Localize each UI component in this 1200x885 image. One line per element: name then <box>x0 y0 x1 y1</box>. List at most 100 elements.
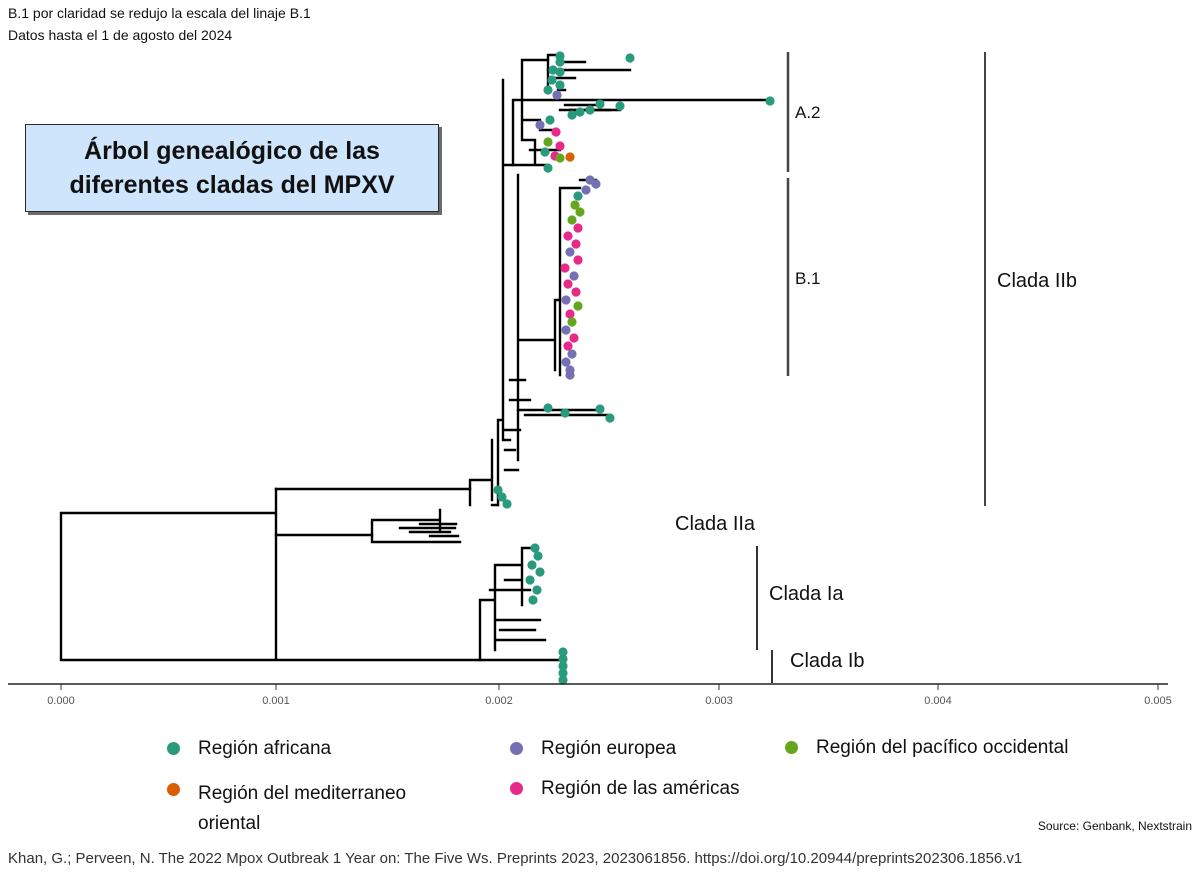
tree-tip <box>530 543 540 553</box>
tree-tip <box>571 239 581 249</box>
tree-tip <box>573 255 583 265</box>
tree-tip <box>543 163 553 173</box>
tree-tip <box>558 647 568 657</box>
legend-dot-eastern-mediterranean <box>167 783 180 796</box>
source-note: Source: Genbank, Nextstrain <box>1037 819 1192 833</box>
tree-tip <box>560 263 570 273</box>
tree-tip <box>535 120 545 130</box>
tree-tip <box>561 325 571 335</box>
legend-label-americas: Región de las américas <box>541 778 740 799</box>
tree-tip <box>535 567 545 577</box>
legend-dot-africa <box>167 742 180 755</box>
tree-tip <box>493 485 503 495</box>
tree-tip <box>581 185 591 195</box>
tree-tip <box>502 499 512 509</box>
legend-item-eastern-mediterranean: Región del mediterraneo oriental <box>167 779 458 839</box>
tree-tip <box>551 127 561 137</box>
tree-tip <box>560 408 570 418</box>
tree-tip <box>525 575 535 585</box>
tree-tip <box>567 349 577 359</box>
tree-tip <box>540 147 550 157</box>
clade-label-iia: Clada IIa <box>675 513 756 535</box>
tree-tip <box>595 99 605 109</box>
tree-tip <box>565 152 575 162</box>
tree-tip <box>591 179 601 189</box>
x-tick-label: 0.003 <box>705 695 733 707</box>
tree-tip <box>555 141 565 151</box>
tree-tip <box>555 67 565 77</box>
tree-tip <box>605 413 615 423</box>
legend-label-eastern-mediterranean: Región del mediterraneo oriental <box>198 783 407 834</box>
legend-dot-europe <box>510 742 523 755</box>
tree-tip <box>497 492 507 502</box>
clade-label-iib: Clada IIb <box>997 270 1077 292</box>
clade-iia <box>370 508 462 544</box>
clade-label-b1: B.1 <box>795 269 821 288</box>
clade-i <box>478 546 562 662</box>
tree-tip <box>573 301 583 311</box>
x-axis: 0.000 0.001 0.002 0.003 0.004 0.005 <box>8 683 1172 707</box>
tree-tip <box>558 654 568 664</box>
tree-tip <box>573 223 583 233</box>
tree-tip <box>527 560 537 570</box>
legend-item-americas: Región de las américas <box>510 778 740 800</box>
tree-tip <box>575 207 585 217</box>
tree-tip <box>569 333 579 343</box>
tree-tip <box>532 585 542 595</box>
tree-tip <box>563 341 573 351</box>
clade-b1 <box>516 173 598 462</box>
note-data-date: Datos hasta el 1 de agosto del 2024 <box>8 27 233 43</box>
note-scale-reduction: B.1 por claridad se redujo la escala del… <box>8 5 311 21</box>
tree-tips <box>493 51 775 685</box>
tree-tip <box>533 551 543 561</box>
tree-tip <box>561 295 571 305</box>
tree-tip <box>563 279 573 289</box>
tree-tip <box>567 110 577 120</box>
tree-tip <box>765 96 775 106</box>
clade-label-ia: Clada Ia <box>769 583 844 605</box>
tree-tip <box>555 80 565 90</box>
x-tick-label: 0.000 <box>47 695 75 707</box>
tree-tip <box>558 668 568 678</box>
title-line-1: Árbol genealógico de las <box>84 137 380 165</box>
tree-tip <box>565 247 575 257</box>
citation: Khan, G.; Perveen, N. The 2022 Mpox Outb… <box>8 850 1023 867</box>
tree-tip <box>528 595 538 605</box>
tree-tip <box>573 191 583 201</box>
clade-a2-tips <box>546 53 612 112</box>
tree-tip <box>567 215 577 225</box>
tree-tip <box>567 317 577 327</box>
legend-label-africa: Región africana <box>198 738 332 759</box>
x-tick-label: 0.005 <box>1144 695 1172 707</box>
tree-tip <box>552 90 562 100</box>
x-tick-label: 0.002 <box>485 695 513 707</box>
tree-tip <box>571 287 581 297</box>
tree-tip <box>595 404 605 414</box>
tree-tip <box>565 309 575 319</box>
tree-tip <box>558 675 568 685</box>
legend-item-africa: Región africana <box>167 738 331 760</box>
tree-tip <box>545 115 555 125</box>
clade-b1-side <box>503 378 612 472</box>
legend-label-europe: Región europea <box>541 738 677 759</box>
legend-dot-western-pacific <box>785 741 798 754</box>
tree-tip <box>569 271 579 281</box>
clade-iib-spine <box>496 78 515 507</box>
legend-label-western-pacific: Región del pacífico occidental <box>816 737 1069 758</box>
tree-tip <box>565 370 575 380</box>
tree-tip <box>555 153 565 163</box>
tree-tip <box>543 403 553 413</box>
tree-tip <box>561 357 571 367</box>
x-tick-label: 0.004 <box>924 695 952 707</box>
tree-tip <box>585 105 595 115</box>
tree-tip <box>563 231 573 241</box>
tree-tip <box>625 53 635 63</box>
root-branch <box>59 487 482 662</box>
phylogenetic-tree: A.2 B.1 Clada IIb Clada IIa Clada Ia Cla… <box>8 51 1172 707</box>
tree-tip <box>543 137 553 147</box>
tree-tip <box>570 200 580 210</box>
x-tick-label: 0.001 <box>262 695 290 707</box>
legend-dot-americas <box>510 782 523 795</box>
title-box: Árbol genealógico de las diferentes clad… <box>25 124 439 212</box>
tree-tip <box>615 101 625 111</box>
